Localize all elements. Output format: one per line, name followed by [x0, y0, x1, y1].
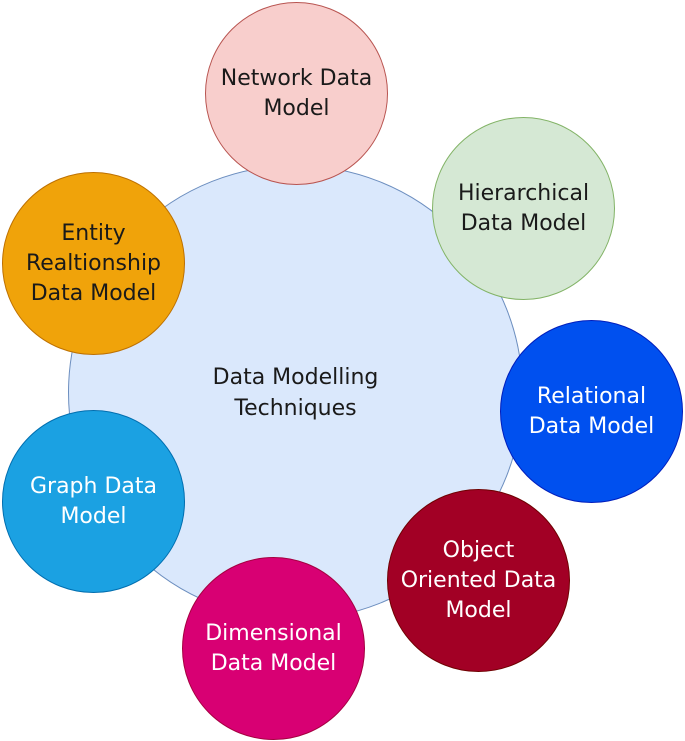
entity-relationship-data-model-node: Entity Realtionship Data Model — [2, 172, 185, 355]
entity-relationship-data-model-label: Entity Realtionship Data Model — [25, 220, 162, 306]
dimensional-data-model-node: Dimensional Data Model — [182, 557, 365, 740]
network-data-model-label: Network Data Model — [220, 65, 373, 121]
graph-data-model-node: Graph Data Model — [2, 410, 185, 593]
dimensional-data-model-label: Dimensional Data Model — [205, 620, 342, 676]
object-oriented-data-model-node: Object Oriented Data Model — [387, 489, 570, 672]
relational-data-model-label: Relational Data Model — [528, 383, 655, 439]
relational-data-model-node: Relational Data Model — [500, 320, 683, 503]
hierarchical-data-model-label: Hierarchical Data Model — [457, 180, 590, 236]
graph-data-model-label: Graph Data Model — [29, 473, 157, 529]
hierarchical-data-model-node: Hierarchical Data Model — [432, 117, 615, 300]
object-oriented-data-model-label: Object Oriented Data Model — [400, 537, 557, 623]
network-data-model-node: Network Data Model — [205, 2, 388, 185]
center-label: Data Modelling Techniques — [212, 364, 379, 421]
